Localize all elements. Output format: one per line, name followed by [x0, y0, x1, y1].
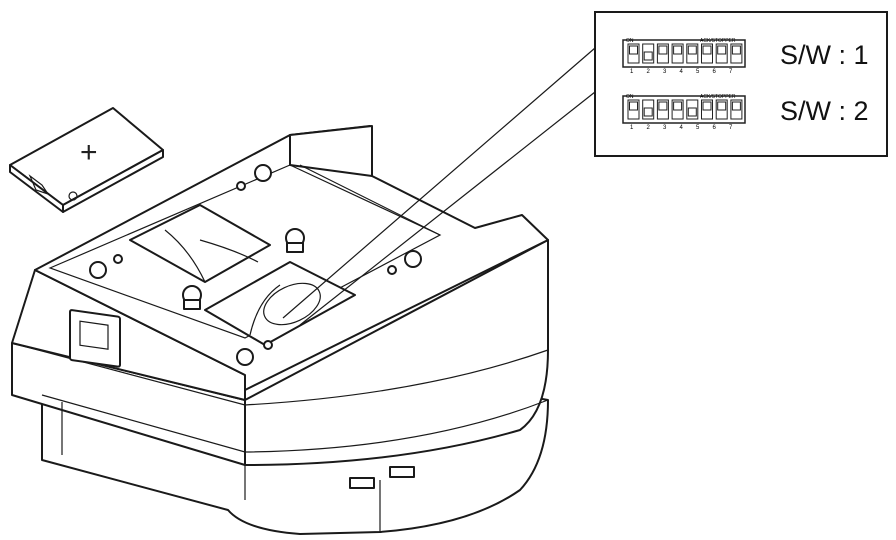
- dip-switch-knob: [643, 107, 653, 117]
- dip-number-label: 7: [729, 125, 733, 131]
- dip-switch-row-2: ON ACK/STOPPER 1 2 3 4 5 6 7 S/W : 2: [622, 91, 869, 131]
- dip-switch-knob: [658, 101, 668, 111]
- cover-plus-symbol: +: [80, 136, 98, 169]
- detached-cover: +: [9, 107, 164, 213]
- dip-switch-knob: [629, 101, 638, 111]
- dip-switch-row-1: ON ACK/STOPPER 1 2 3 4 5 6 7 S/W : 1: [622, 35, 869, 75]
- dip-switch-knob: [702, 101, 712, 111]
- dip-number-label: 3: [663, 125, 667, 131]
- dip-switch-diagram-1: ON ACK/STOPPER 1 2 3 4 5 6 7: [622, 38, 746, 75]
- dip-number-label: 1: [630, 125, 634, 131]
- dip-switch-knob: [731, 45, 741, 55]
- dip-switch-knob: [673, 101, 683, 111]
- dip-number-label: 2: [647, 125, 651, 131]
- dip-switch-diagram-2: ON ACK/STOPPER 1 2 3 4 5 6 7: [622, 94, 746, 131]
- dip-switch-knob: [658, 45, 668, 55]
- dip-switch-knob: [687, 45, 697, 55]
- switch-label-2: S/W : 2: [780, 96, 869, 126]
- dip-switch-callout: ON ACK/STOPPER 1 2 3 4 5 6 7 S/W : 1 ON ACK/STOPP…: [594, 11, 888, 157]
- dip-switch-knob: [643, 51, 653, 61]
- dip-switch-knob: [731, 101, 741, 111]
- dip-number-label: 4: [680, 69, 684, 75]
- dip-number-label: 5: [696, 69, 700, 75]
- dip-number-label: 3: [663, 69, 667, 75]
- dip-on-label: ON: [626, 94, 634, 100]
- callout-leader-lines: [282, 47, 596, 326]
- dip-switch-knob: [687, 107, 697, 117]
- printer-body: [11, 125, 549, 535]
- dip-number-label: 1: [630, 69, 634, 75]
- dip-switch-knob: [629, 45, 638, 55]
- dip-number-label: 6: [713, 125, 717, 131]
- dip-header-right-label: ACK/STOPPER: [700, 94, 736, 100]
- dip-header-right-label: ACK/STOPPER: [700, 38, 736, 44]
- dip-on-label: ON: [626, 38, 634, 44]
- switch-label-1: S/W : 1: [780, 40, 869, 70]
- dip-number-label: 4: [680, 125, 684, 131]
- dip-number-label: 2: [647, 69, 651, 75]
- printer-top-features: [89, 164, 422, 366]
- dip-switch-knob: [702, 45, 712, 55]
- dip-switch-knob: [673, 45, 683, 55]
- dip-number-label: 7: [729, 69, 733, 75]
- dip-number-label: 5: [696, 125, 700, 131]
- dip-switch-knob: [717, 45, 727, 55]
- dip-number-label: 6: [713, 69, 717, 75]
- dip-switch-knob: [717, 101, 727, 111]
